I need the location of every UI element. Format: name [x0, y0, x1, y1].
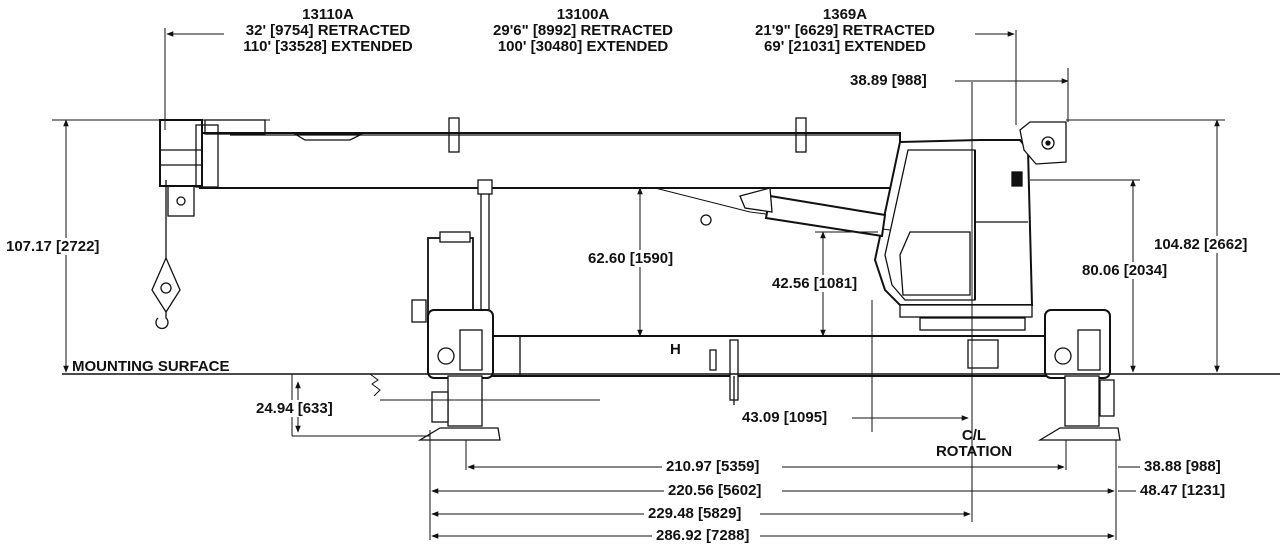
boom-section-model: 13110A: [302, 6, 354, 23]
control-box: [411, 231, 474, 323]
pivot-bracket: [1019, 121, 1067, 165]
to-centerline-label: 229.48 [5829]: [646, 505, 744, 522]
base-frame: [429, 335, 1086, 405]
boom-section-retracted: 32' [9754] RETRACTED: [245, 22, 411, 39]
cab: [873, 139, 1034, 331]
base-marker-label: H: [670, 341, 681, 358]
rotation-label: ROTATION: [935, 443, 1013, 460]
below-mount-label: 24.94 [633]: [254, 400, 335, 417]
front-outrigger: [417, 309, 501, 441]
centerline-rotation-label: C/L ROTATION: [924, 428, 1024, 460]
overall-length-label: 286.92 [7288]: [654, 527, 752, 544]
boom-section-extended: 100' [30480] EXTENDED: [497, 38, 669, 55]
boom-section-model: 13100A: [556, 6, 610, 23]
boom: [159, 117, 901, 217]
cylinder-height-label: 42.56 [1081]: [770, 275, 860, 292]
boom-rest-height-label: 62.60 [1590]: [586, 250, 676, 267]
rear-outrigger-outer-label: 48.47 [1231]: [1138, 482, 1228, 499]
top-offset-label: 38.89 [988]: [848, 72, 929, 89]
rotation-offset-label: 43.09 [1095]: [740, 409, 830, 426]
boom-section-retracted: 29'6" [8992] RETRACTED: [493, 22, 673, 39]
boom-section-1369a: 1369A 21'9" [6629] RETRACTED 69' [21031]…: [730, 7, 960, 55]
boom-section-model: 1369A: [822, 6, 868, 23]
boom-section-13110a: 13110A 32' [9754] RETRACTED 110' [33528]…: [218, 7, 438, 55]
rear-outrigger: [1037, 309, 1121, 441]
cab-height-label: 80.06 [2034]: [1080, 262, 1170, 279]
outrigger-span-inner-label: 210.97 [5359]: [664, 458, 762, 475]
rear-outrigger-inner-label: 38.88 [988]: [1142, 458, 1223, 475]
boom-section-retracted: 21'9" [6629] RETRACTED: [755, 22, 935, 39]
boom-section-13100a: 13100A 29'6" [8992] RETRACTED 100' [3048…: [468, 7, 698, 55]
boom-section-extended: 69' [21031] EXTENDED: [764, 38, 926, 55]
lift-cylinder: [654, 187, 891, 238]
centerline-label: C/L: [961, 427, 987, 444]
boom-section-extended: 110' [33528] EXTENDED: [243, 38, 413, 55]
boom-rest: [477, 179, 493, 320]
hook-block: [151, 180, 181, 330]
mounting-surface-label: MOUNTING SURFACE: [72, 358, 230, 375]
overall-height-label: 107.17 [2722]: [4, 238, 102, 255]
outrigger-span-outer-label: 220.56 [5602]: [666, 482, 764, 499]
top-height-label: 104.82 [2662]: [1152, 236, 1250, 253]
